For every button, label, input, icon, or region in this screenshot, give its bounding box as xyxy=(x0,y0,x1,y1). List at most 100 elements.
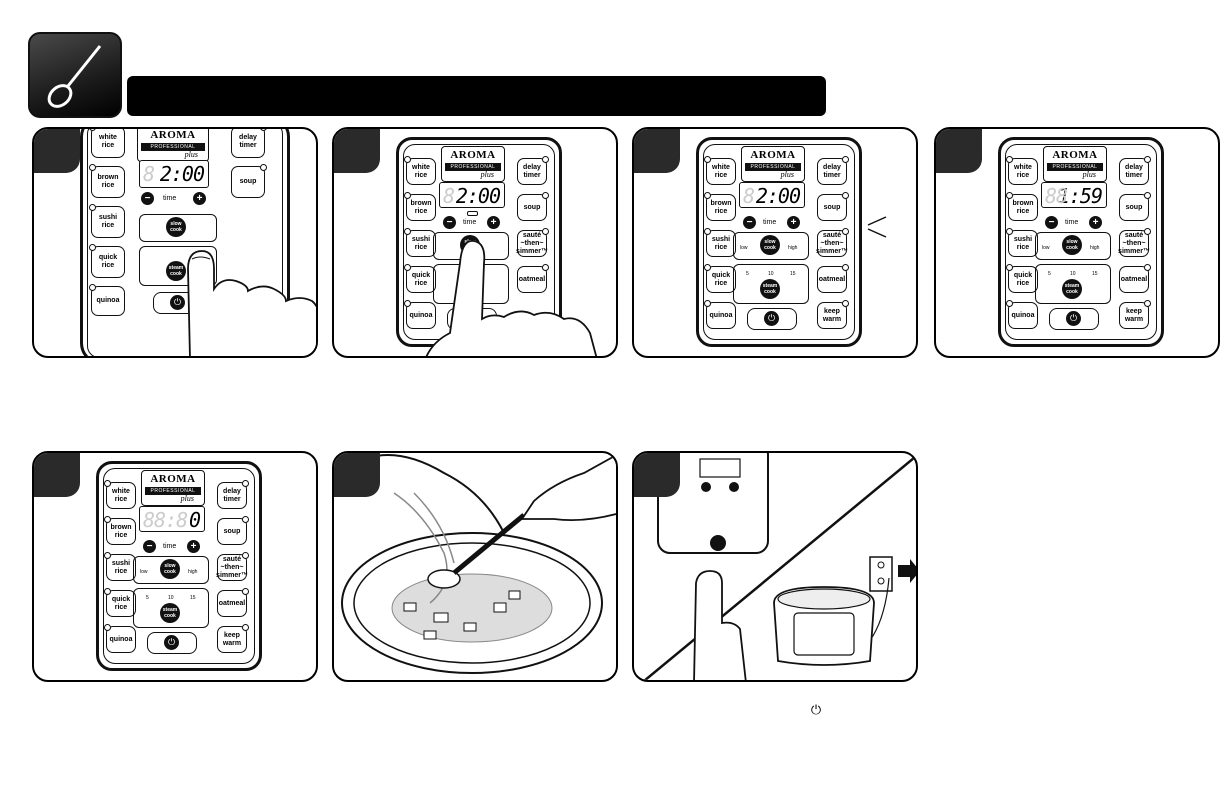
white-rice-button[interactable]: white rice xyxy=(1006,156,1038,185)
plus-button[interactable]: + xyxy=(193,192,206,205)
quick-rice-button[interactable]: quick rice xyxy=(104,588,136,617)
saute-simmer-button[interactable]: sauté ~then~ simmer™ xyxy=(1118,228,1151,257)
oatmeal-button[interactable]: oatmeal xyxy=(217,588,249,617)
white-rice-button[interactable]: white rice xyxy=(704,156,736,185)
minus-button[interactable]: − xyxy=(443,216,456,229)
soup-button[interactable]: soup xyxy=(217,516,249,545)
steam-cook-button[interactable]: steam cook xyxy=(760,279,780,299)
delay-timer-button[interactable]: delay timer xyxy=(1119,156,1151,185)
step-badge-4 xyxy=(936,129,982,173)
sushi-rice-button[interactable]: sushi rice xyxy=(104,552,136,581)
step-panel-1: white rice brown rice sushi rice quick r… xyxy=(32,127,318,358)
quick-rice-button[interactable]: quick rice xyxy=(89,244,125,278)
saute-simmer-button[interactable]: sauté ~then~ simmer™ xyxy=(216,552,249,581)
white-rice-button[interactable]: white rice xyxy=(404,156,436,185)
saute-simmer-button[interactable]: sauté ~then~ simmer™ xyxy=(516,228,549,257)
quinoa-button[interactable]: quinoa xyxy=(89,284,125,316)
brown-rice-button[interactable]: brown rice xyxy=(89,164,125,198)
delay-timer-button[interactable]: delay timer xyxy=(217,480,249,509)
soup-button[interactable]: soup xyxy=(231,164,267,198)
minus-button[interactable]: − xyxy=(143,540,156,553)
plus-button[interactable]: + xyxy=(1089,216,1102,229)
delay-timer-button[interactable]: delay timer xyxy=(231,129,267,158)
step-badge-3 xyxy=(634,129,680,173)
slow-cook-button[interactable]: slow cook xyxy=(760,235,780,255)
brown-rice-button[interactable]: brown rice xyxy=(1006,192,1038,221)
delay-timer-button[interactable]: delay timer xyxy=(517,156,549,185)
step-badge-2 xyxy=(334,129,380,173)
keep-warm-button[interactable]: keep warm xyxy=(1119,300,1151,329)
control-panel: white rice brown rice sushi rice quick r… xyxy=(80,129,290,356)
power-symbol-icon: ⏻ xyxy=(810,702,822,717)
white-rice-button[interactable]: white rice xyxy=(104,480,136,509)
quinoa-button[interactable]: quinoa xyxy=(1006,300,1038,329)
beep-lines-icon xyxy=(867,216,887,238)
slow-cook-group: low slow cook high xyxy=(133,556,209,584)
steam-cook-button[interactable]: steam cook xyxy=(166,261,186,281)
steam-cook-group: 5 10 15 steam cook xyxy=(1035,264,1111,304)
slow-cook-button[interactable]: slow cook xyxy=(160,559,180,579)
oatmeal-button[interactable]: oatmeal xyxy=(817,264,849,293)
steam-cook-group: 5 10 15 steam cook xyxy=(133,588,209,628)
plus-button[interactable]: + xyxy=(187,540,200,553)
step-badge-7 xyxy=(634,453,680,497)
minus-button[interactable]: − xyxy=(1045,216,1058,229)
slow-cook-button[interactable]: slow cook xyxy=(166,217,186,237)
power-button[interactable]: ⏻ xyxy=(747,308,797,330)
soup-button[interactable]: soup xyxy=(517,192,549,221)
slow-cook-button[interactable]: slow cook xyxy=(1062,235,1082,255)
quick-rice-button[interactable]: quick rice xyxy=(404,264,436,293)
time-label: time xyxy=(463,219,477,226)
steam-cook-button[interactable]: steam cook xyxy=(160,603,180,623)
white-rice-button[interactable]: white rice xyxy=(89,129,125,158)
quinoa-button[interactable]: quinoa xyxy=(704,300,736,329)
quick-rice-button[interactable]: quick rice xyxy=(704,264,736,293)
sushi-rice-button[interactable]: sushi rice xyxy=(404,228,436,257)
saute-simmer-button[interactable]: sauté ~then~ simmer™ xyxy=(816,228,849,257)
sushi-rice-button[interactable]: sushi rice xyxy=(89,204,125,238)
power-button[interactable]: ⏻ xyxy=(147,632,197,654)
oatmeal-button[interactable]: oatmeal xyxy=(517,264,549,293)
power-button[interactable]: ⏻ xyxy=(1049,308,1099,330)
keep-warm-button[interactable]: keep warm xyxy=(217,624,249,653)
steam-cook-button[interactable]: steam cook xyxy=(1062,279,1082,299)
slow-cook-group: low slow cook high xyxy=(1035,232,1111,260)
step-badge-5 xyxy=(34,453,80,497)
brown-rice-button[interactable]: brown rice xyxy=(704,192,736,221)
soup-button[interactable]: soup xyxy=(817,192,849,221)
spoon-icon-badge xyxy=(28,32,122,118)
sushi-rice-button[interactable]: sushi rice xyxy=(1006,228,1038,257)
section-title-bar xyxy=(127,76,826,116)
quick-rice-button[interactable]: quick rice xyxy=(1006,264,1038,293)
delay-timer-button[interactable]: delay timer xyxy=(817,156,849,185)
soup-button[interactable]: soup xyxy=(1119,192,1151,221)
plus-button[interactable]: + xyxy=(787,216,800,229)
time-label: time xyxy=(163,195,177,202)
time-label: time xyxy=(1065,219,1079,226)
quinoa-button[interactable]: quinoa xyxy=(404,300,436,329)
quinoa-button[interactable]: quinoa xyxy=(104,624,136,653)
step-panel-2: white rice brown rice sushi rice quick r… xyxy=(332,127,618,358)
brown-rice-button[interactable]: brown rice xyxy=(104,516,136,545)
open-cooker-illustration xyxy=(341,454,616,674)
control-panel: white rice brown rice sushi rice quick r… xyxy=(96,461,262,671)
step-badge-6 xyxy=(334,453,380,497)
oatmeal-button[interactable]: oatmeal xyxy=(1119,264,1151,293)
control-panel: white rice brown rice sushi rice quick r… xyxy=(696,137,862,347)
minus-button[interactable]: − xyxy=(141,192,154,205)
plus-button[interactable]: + xyxy=(487,216,500,229)
keep-warm-button[interactable]: keep warm xyxy=(817,300,849,329)
time-label: time xyxy=(163,543,177,550)
brown-rice-button[interactable]: brown rice xyxy=(404,192,436,221)
sushi-rice-button[interactable]: sushi rice xyxy=(704,228,736,257)
step-panel-3: white rice brown rice sushi rice quick r… xyxy=(632,127,918,358)
minus-button[interactable]: − xyxy=(743,216,756,229)
